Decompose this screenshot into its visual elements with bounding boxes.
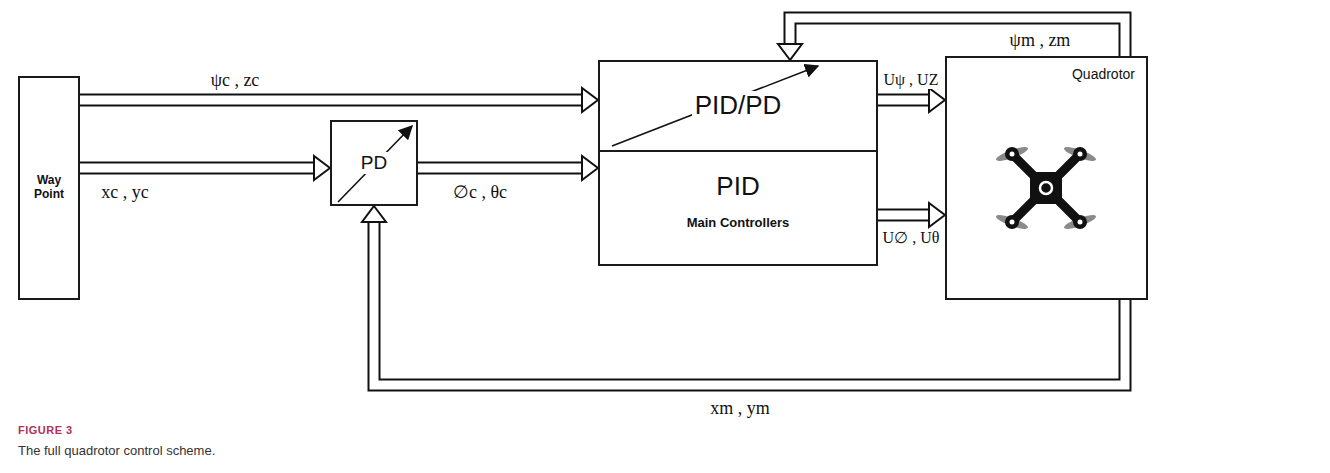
waypoint-box: Way Point — [18, 76, 80, 300]
arrow-shaft-inner — [374, 222, 1125, 385]
node-title: Quadrotor — [1069, 66, 1138, 82]
signal-arrow — [362, 206, 1125, 385]
node-title: PD — [358, 152, 390, 174]
node-title: PID — [713, 172, 762, 202]
signal-label: Uψ , UZ — [882, 71, 941, 89]
quadrotor-box: Quadrotor — [945, 56, 1148, 300]
arrow-shaft-outline — [80, 162, 314, 175]
arrow-head — [582, 156, 598, 180]
arrow-head — [362, 206, 386, 222]
arrow-head — [314, 156, 330, 180]
arrow-shaft-outline — [878, 94, 929, 107]
arrow-head — [929, 203, 945, 227]
signal-label: xm , ym — [708, 398, 772, 419]
figure-caption: The full quadrotor control scheme. — [18, 443, 215, 459]
pd-controller-box: PD — [330, 120, 418, 206]
arrow-shaft-inner — [790, 18, 1125, 56]
arrow-head — [778, 44, 802, 60]
node-title: Way Point — [24, 174, 74, 202]
adaptive-arrow — [338, 126, 412, 202]
node-title: PID/PD — [692, 91, 785, 121]
signal-label: xc , yc — [99, 182, 150, 203]
arrow-shaft-outline — [80, 94, 582, 107]
arrow-shaft-inner — [878, 211, 929, 220]
signal-label: U∅ , Uθ — [881, 229, 942, 247]
arrow-shaft-outline — [418, 162, 582, 175]
arrow-head — [582, 88, 598, 112]
signal-arrow — [878, 203, 945, 227]
figure-number: FIGURE 3 — [18, 424, 73, 437]
signal-arrow — [80, 156, 330, 180]
arrow-shaft-inner — [418, 164, 582, 173]
arrow-shaft-outline — [790, 18, 1125, 56]
arrow-shaft-inner — [80, 96, 582, 105]
arrow-head — [929, 88, 945, 112]
arrow-shaft-inner — [878, 96, 929, 105]
node-caption: Main Controllers — [684, 216, 793, 231]
signal-arrow — [418, 156, 598, 180]
arrow-shaft-inner — [80, 164, 314, 173]
signal-arrow — [878, 88, 945, 112]
pid-controller-box: PID Main Controllers — [598, 150, 878, 266]
drone-icon — [995, 144, 1098, 231]
adaptive-arrow — [612, 66, 818, 146]
signal-label: ψc , zc — [209, 70, 262, 91]
signal-label: ∅c , θc — [451, 182, 509, 203]
arrow-shaft-outline — [878, 209, 929, 222]
signal-arrow — [80, 88, 598, 112]
pid-pd-controller-box: PID/PD — [598, 60, 878, 152]
signal-label: ψm , zm — [1008, 30, 1073, 51]
signal-arrow — [778, 18, 1125, 60]
arrow-shaft-outline — [374, 222, 1125, 385]
